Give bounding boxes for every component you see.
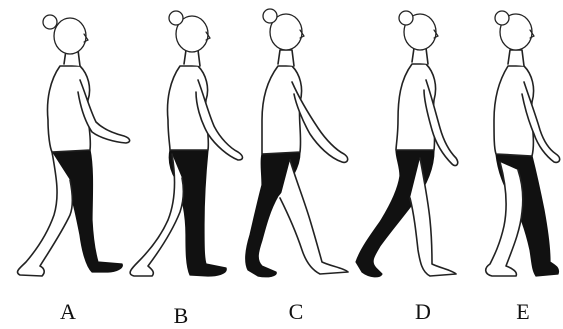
figure-label-c: C [281,300,311,324]
figure-label-a: A [53,300,83,324]
walking-figure-a [18,15,130,276]
walking-figure-b [130,11,242,276]
walking-figure-e [486,11,560,276]
figure-label-b: B [166,304,196,328]
figure-label-e: E [508,300,538,324]
walking-figure-d [356,11,458,277]
figure-label-d: D [408,300,438,324]
walking-figure-c [246,9,348,277]
